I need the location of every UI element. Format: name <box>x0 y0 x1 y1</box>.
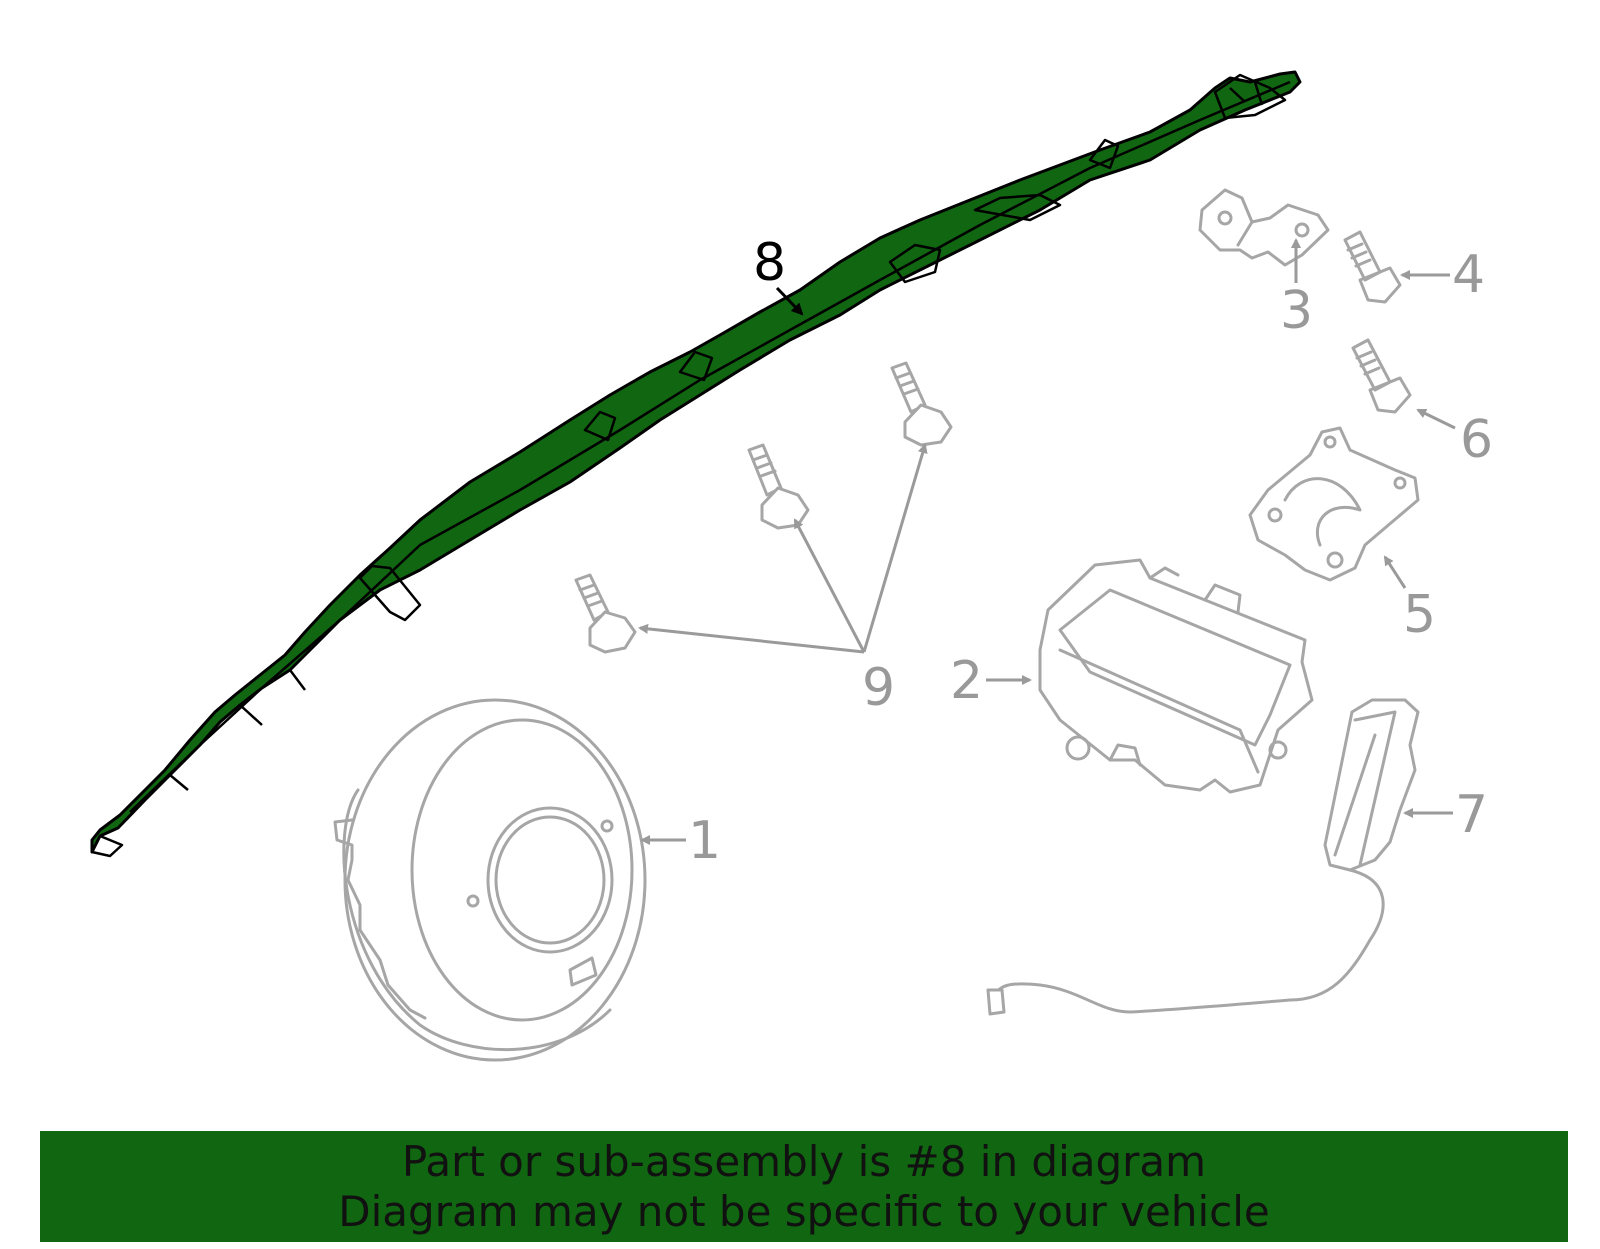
callout-5: 5 <box>1403 585 1436 645</box>
callout-2: 2 <box>950 651 983 711</box>
callout-7: 7 <box>1455 785 1488 845</box>
banner-line-1: Part or sub-assembly is #8 in diagram <box>401 1136 1207 1186</box>
bolt-part-4[interactable] <box>1343 230 1402 304</box>
info-banner: Part or sub-assembly is #8 in diagram Di… <box>40 1131 1568 1242</box>
callout-9: 9 <box>862 658 895 718</box>
steering-airbag-part-1[interactable] <box>333 698 647 1062</box>
callout-6: 6 <box>1460 410 1493 470</box>
passenger-airbag-part-2[interactable] <box>1038 558 1314 794</box>
sensor-part-7[interactable] <box>986 698 1420 1016</box>
screw-part-9-a[interactable] <box>574 573 637 654</box>
screw-part-9-c[interactable] <box>890 361 953 447</box>
airbag-body <box>90 70 1302 854</box>
airbag-detail-lines <box>90 73 1291 858</box>
banner-line-2: Diagram may not be specific to your vehi… <box>338 1186 1270 1236</box>
mounting-bracket-part-5[interactable] <box>1248 426 1420 582</box>
callout-1: 1 <box>688 811 721 871</box>
screw-part-9-b[interactable] <box>747 443 810 530</box>
callout-3: 3 <box>1280 281 1313 341</box>
bolt-part-6[interactable] <box>1351 338 1412 414</box>
bracket-part-3[interactable] <box>1198 188 1330 267</box>
callout-8: 8 <box>753 233 786 293</box>
callout-4: 4 <box>1452 245 1485 305</box>
leader-lines <box>638 238 1456 845</box>
curtain-airbag-part-8[interactable] <box>90 70 1302 858</box>
